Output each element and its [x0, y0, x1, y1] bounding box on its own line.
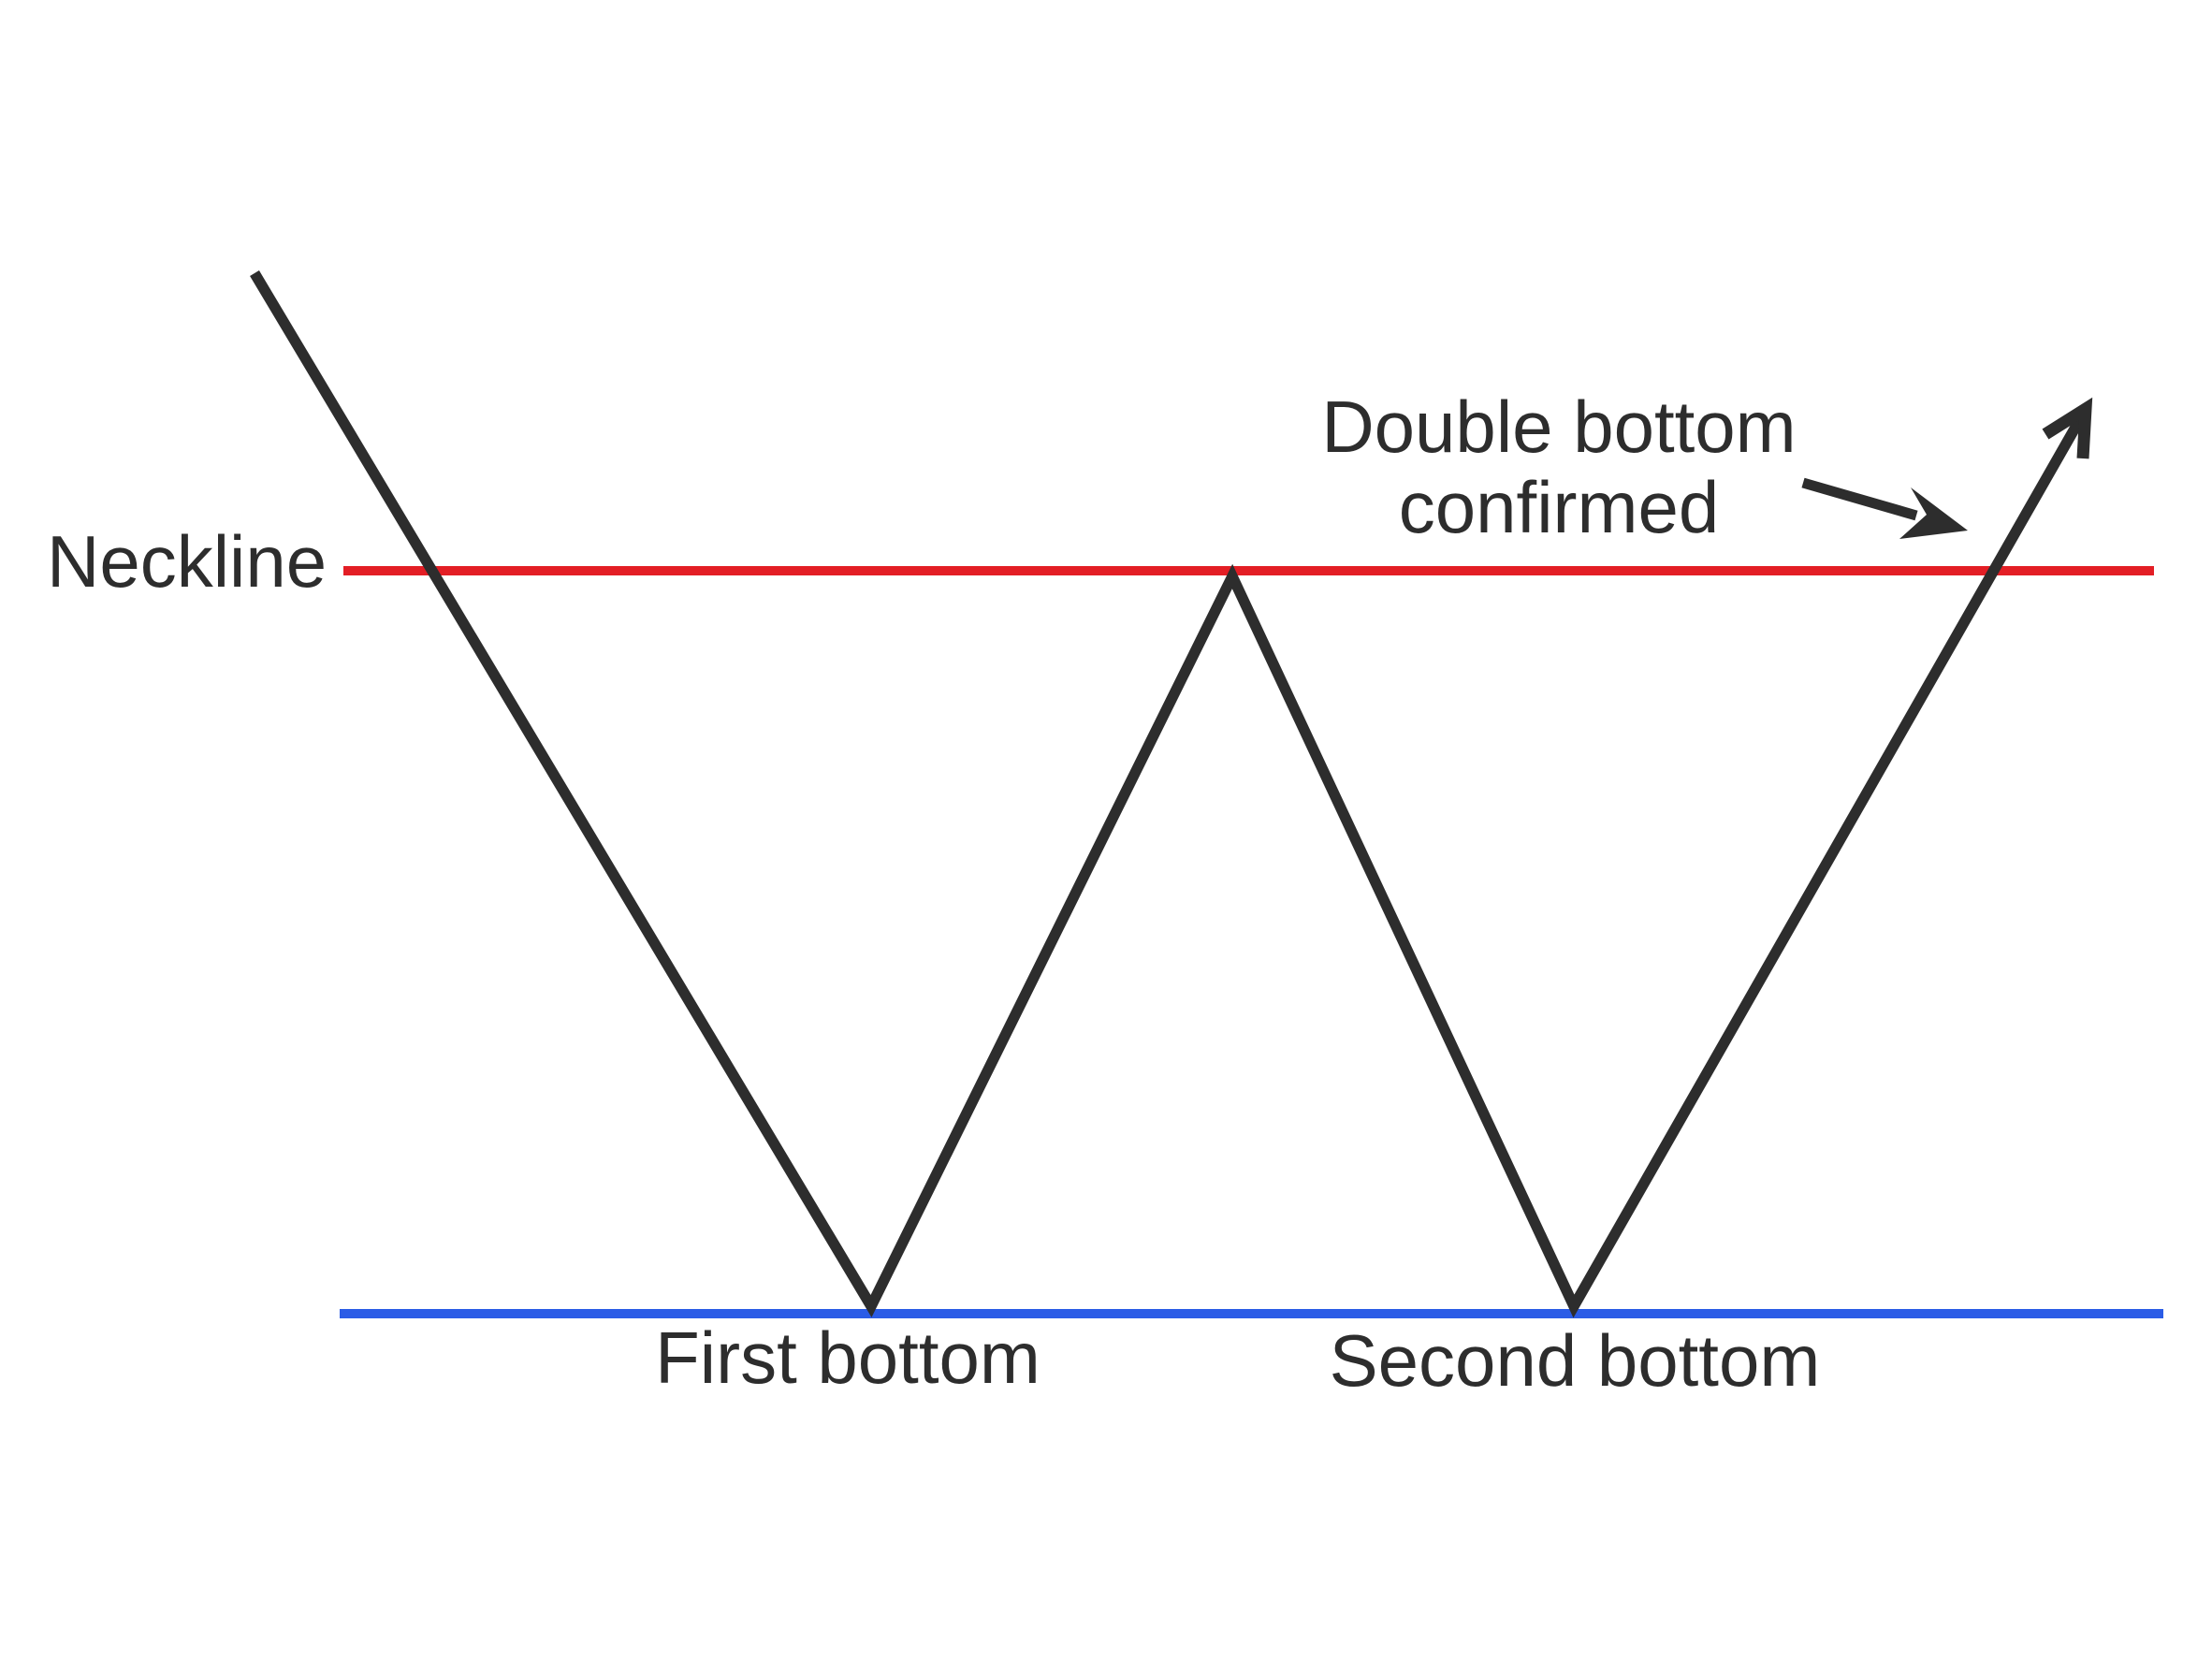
- first-bottom-label: First bottom: [655, 1316, 1041, 1399]
- second-bottom-label: Second bottom: [1330, 1319, 1821, 1402]
- breakout-arrowhead-icon: [2042, 397, 2093, 459]
- annotation-arrow-shaft: [1801, 477, 1918, 521]
- annotation-arrowhead-icon: [1899, 487, 1968, 539]
- neckline-label: Neckline: [47, 520, 327, 603]
- price-line: [250, 270, 2088, 1318]
- annotation-label-line1: Double bottom: [1321, 385, 1796, 468]
- annotation-label-line2: confirmed: [1399, 466, 1719, 548]
